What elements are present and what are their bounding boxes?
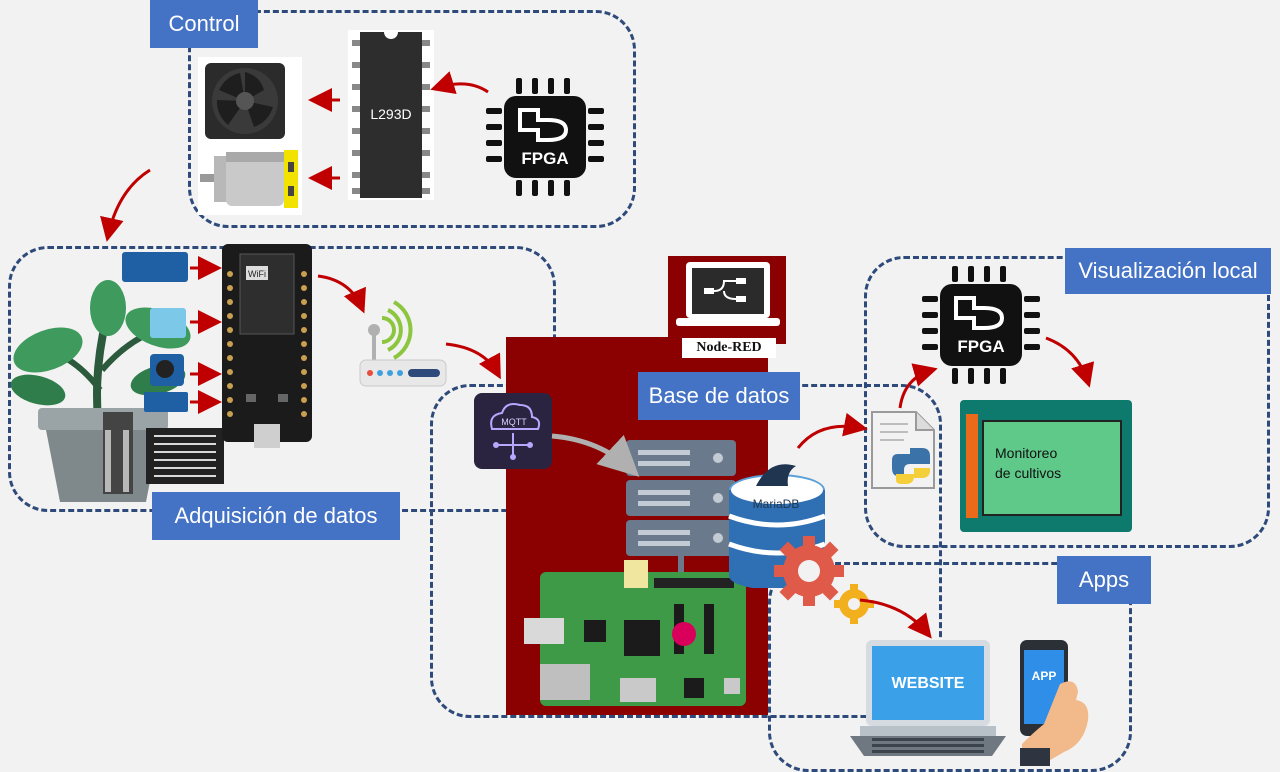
arrow-gear-to-apps	[859, 598, 932, 639]
gear-small-icon	[834, 584, 874, 624]
local-view-label: Visualización local	[1065, 248, 1271, 294]
website-label: WEBSITE	[892, 675, 965, 692]
temperature-sensor-module	[150, 308, 186, 338]
mqtt-label: MQTT	[501, 417, 527, 427]
soil-sensor-prong-left	[105, 430, 111, 492]
website-laptop-icon: WEBSITE	[850, 640, 1006, 756]
esp32-board: WiFi	[222, 244, 312, 448]
soil-sensor-board	[144, 392, 188, 412]
app-label: APP	[1032, 669, 1057, 683]
arrow-db-to-python	[796, 412, 868, 449]
python-script-icon	[871, 411, 935, 489]
fpga-top-label: FPGA	[521, 149, 568, 168]
l293d-label: L293D	[370, 106, 411, 122]
router-icon	[359, 300, 447, 387]
mqtt-broker-icon: MQTT	[474, 393, 552, 469]
fpga-chip-icon: FPGA	[486, 78, 604, 196]
soil-sensor-prong-right	[123, 430, 129, 492]
fan-icon	[205, 63, 285, 139]
wifi-badge: WiFi	[248, 269, 266, 279]
mariadb-database-icon: MariaDB	[728, 464, 826, 588]
arrow-python-to-fpga	[898, 363, 938, 409]
acquisition-label: Adquisición de datos	[152, 492, 400, 540]
fpga-right-label: FPGA	[957, 337, 1004, 356]
phone-app-icon: APP	[1020, 640, 1089, 766]
control-label: Control	[150, 0, 258, 48]
arrow-router-to-mqtt	[445, 342, 501, 380]
mariadb-label: MariaDB	[753, 497, 800, 511]
lcd-screen	[982, 420, 1122, 516]
lcd-text-line1: Monitoreo	[995, 445, 1058, 461]
arrow-mqtt-to-server	[551, 433, 640, 477]
rain-sensor-plate	[146, 428, 224, 484]
l293d-chip: L293D	[352, 32, 430, 198]
apps-label: Apps	[1057, 556, 1151, 604]
arrow-fpga-to-lcd	[1045, 336, 1095, 388]
fpga-right-chip-icon: FPGA	[922, 266, 1040, 384]
arrow-esp32-to-router	[317, 274, 366, 314]
node-red-label: Node-RED	[682, 338, 776, 358]
raspberry-pi-board	[524, 560, 746, 706]
arrow-control-to-acquisition	[100, 168, 151, 242]
node-red-laptop-icon	[676, 262, 780, 326]
light-sensor-module	[122, 252, 188, 282]
sound-sensor-mic	[156, 360, 174, 378]
motor-icon	[200, 150, 298, 208]
lcd-text-line2: de cultivos	[995, 465, 1062, 481]
arrow-fpga-to-driver	[430, 71, 489, 95]
lcd-connector-strip	[966, 414, 978, 518]
gear-large-icon	[774, 536, 844, 606]
server-stack-icon	[626, 440, 736, 576]
database-label: Base de datos	[638, 372, 800, 420]
control-zone-border	[188, 10, 636, 228]
